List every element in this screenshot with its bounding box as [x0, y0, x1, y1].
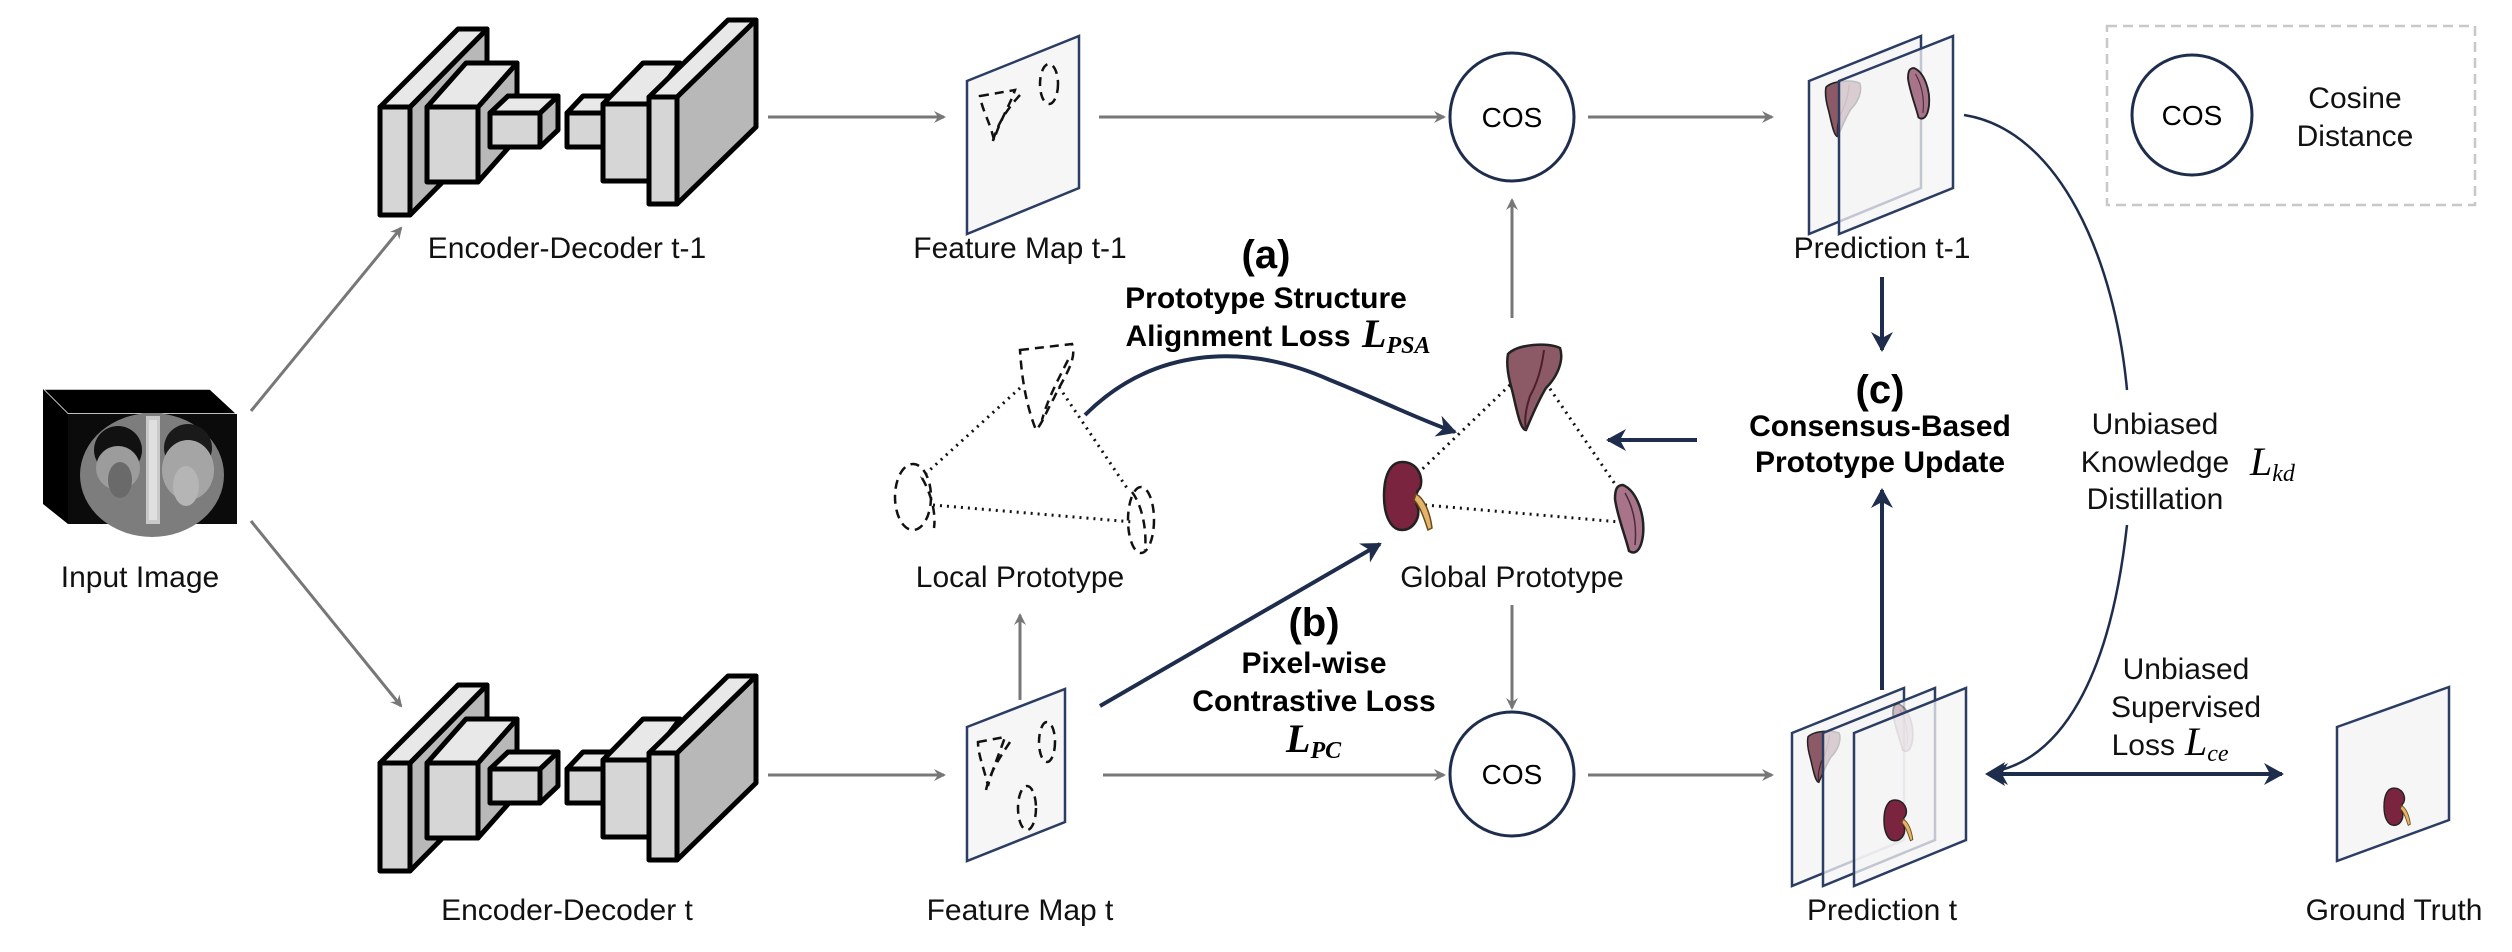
- arrow-input-to-encdec-curr: [249, 520, 403, 708]
- liver-contour-inner: [990, 94, 1021, 146]
- prediction-prev-label: Prediction t-1: [1794, 232, 1971, 265]
- module-b-label: (b) Pixel-wise Contrastive Loss LPC: [1192, 601, 1435, 764]
- prediction-curr-label: Prediction t: [1807, 894, 1958, 927]
- ground-truth: Ground Truth: [2306, 685, 2483, 927]
- legend-cos-symbol: [2130, 53, 2254, 177]
- spleen-contour: [1038, 62, 1060, 106]
- input-image-label: Input Image: [61, 561, 219, 594]
- feature-map-prev: Feature Map t-1: [913, 34, 1127, 265]
- cos-node-bottom: COS: [1448, 710, 1576, 838]
- module-c-label: (c) Consensus-Based Prototype Update: [1749, 368, 2011, 479]
- input-image: Input Image: [41, 388, 239, 594]
- encoder-decoder-curr-label: Encoder-Decoder t: [441, 894, 693, 927]
- liver-contour-inner: [984, 741, 1012, 791]
- input-cube-side: [43, 389, 68, 524]
- cos-bottom-label: COS: [1482, 759, 1543, 790]
- encoder-decoder-curr: Encoder-Decoder t: [380, 676, 756, 927]
- prediction-curr: Prediction t: [1790, 686, 1968, 927]
- feature-map-prev-label: Feature Map t-1: [913, 232, 1126, 265]
- module-a-line2: Alignment Loss: [1125, 320, 1350, 353]
- local-prototype: Local Prototype: [893, 342, 1156, 594]
- feature-map-curr-label: Feature Map t: [927, 894, 1114, 927]
- kidney-icon: [1382, 460, 1434, 532]
- kd-line2: Knowledge: [2081, 446, 2229, 479]
- module-b-tag: (b): [1288, 601, 1339, 645]
- ct-scan-image: [68, 413, 237, 537]
- legend-box: [2105, 24, 2477, 207]
- feature-map-curr: Feature Map t: [927, 687, 1114, 927]
- input-cube-top: [41, 388, 239, 415]
- module-c-line1: Consensus-Based: [1749, 410, 2011, 443]
- module-b-line1: Pixel-wise: [1241, 647, 1386, 680]
- legend-line2: Distance: [2297, 120, 2414, 153]
- kd-curve: [1963, 113, 2129, 774]
- module-a-line1: Prototype Structure: [1125, 282, 1407, 315]
- liver-icon: [1505, 343, 1563, 432]
- module-a-tag: (a): [1242, 233, 1291, 277]
- legend-cos-text: COS: [2162, 100, 2223, 131]
- pc-loss-arrow: [1098, 542, 1382, 708]
- legend-line1: Cosine: [2308, 82, 2401, 115]
- kd-loss-label: Unbiased Knowledge Distillation Lkd: [2081, 408, 2296, 516]
- encoder-decoder-prev: Encoder-Decoder t-1: [380, 20, 756, 265]
- kd-line1: Unbiased: [2092, 408, 2219, 441]
- local-prototype-label: Local Prototype: [916, 561, 1124, 594]
- module-c-tag: (c): [1856, 368, 1905, 412]
- global-prototype: Global Prototype: [1382, 343, 1645, 594]
- kd-symbol: Lkd: [2249, 439, 2296, 487]
- psa-symbol: LPSA: [1361, 311, 1430, 359]
- psa-loss-arrow: [1083, 354, 1457, 437]
- ce-line2: Supervised: [2111, 691, 2261, 724]
- ground-truth-label: Ground Truth: [2306, 894, 2483, 927]
- spleen-icon: [1613, 483, 1645, 554]
- liver-contour: [978, 88, 1017, 145]
- cos-node-top: COS: [1448, 51, 1576, 183]
- prediction-prev: Prediction t-1: [1794, 34, 1971, 265]
- arrow-input-to-encdec-prev: [249, 226, 403, 412]
- module-a-label: (a) Prototype Structure Alignment Loss L…: [1125, 233, 1430, 359]
- ce-line1: Unbiased: [2123, 653, 2250, 686]
- legend: COS Cosine Distance: [2105, 24, 2477, 207]
- ce-line3: Loss: [2112, 729, 2175, 762]
- ce-loss-label: Unbiased Supervised Loss Lce: [2111, 653, 2261, 767]
- kidney-contour: [1016, 784, 1038, 832]
- ce-symbol: Lce: [2184, 719, 2229, 767]
- cos-top-label: COS: [1482, 102, 1543, 133]
- spleen-contour: [1037, 720, 1057, 764]
- module-c-line2: Prototype Update: [1755, 446, 2005, 479]
- kd-line3: Distillation: [2087, 483, 2224, 516]
- global-prototype-label: Global Prototype: [1400, 561, 1623, 594]
- pc-symbol: LPC: [1285, 716, 1342, 764]
- encoder-decoder-prev-label: Encoder-Decoder t-1: [428, 232, 706, 265]
- module-b-line2: Contrastive Loss: [1192, 685, 1435, 718]
